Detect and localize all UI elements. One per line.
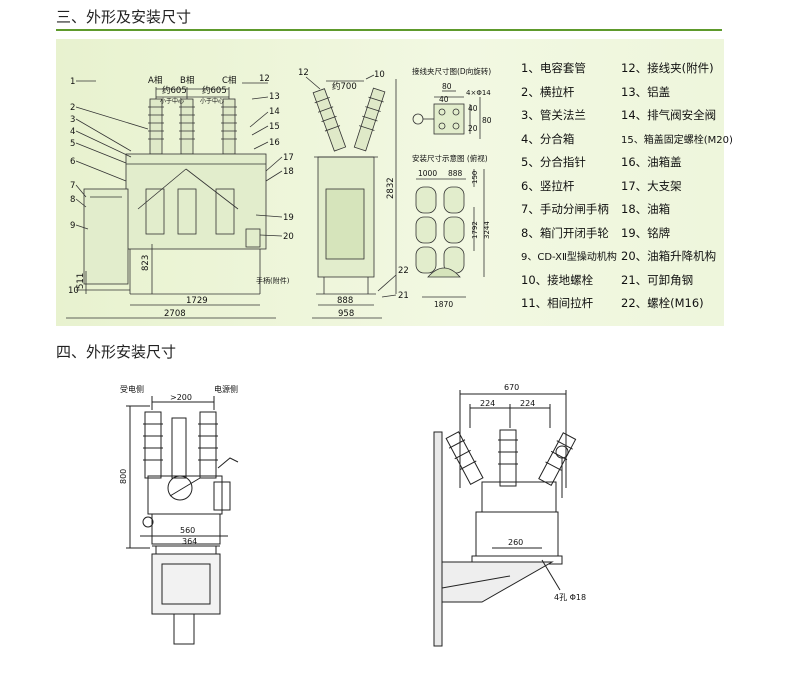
install-plan <box>415 169 485 298</box>
callout-5: 5 <box>70 139 75 149</box>
legend-item: 18、油箱 <box>621 202 671 216</box>
dim-2708: 2708 <box>164 309 186 319</box>
small-label-1: 小于中心 <box>160 97 184 105</box>
install-dim-1870: 1870 <box>434 300 453 309</box>
section1-title: 三、外形及安装尺寸 <box>56 8 192 26</box>
callout-10: 10 <box>68 286 79 296</box>
dim-670: 670 <box>504 383 519 392</box>
callout-15: 15 <box>269 122 280 132</box>
side-dim-958: 958 <box>338 309 354 319</box>
dim-364: 364 <box>182 537 197 546</box>
callout-6: 6 <box>70 157 75 167</box>
side-dim-888: 888 <box>337 296 353 306</box>
install-dim-1792: 1792 <box>471 221 479 239</box>
dim-height-800: 800 <box>119 469 128 484</box>
side-dim-2832: 2832 <box>386 177 396 199</box>
clamp-dim-40b: 40 <box>468 104 478 113</box>
legend-item: 13、铝盖 <box>621 84 671 99</box>
install-dim-3244: 3244 <box>483 221 491 239</box>
callout-17: 17 <box>283 153 294 163</box>
side-callout-21: 21 <box>398 291 409 301</box>
dim-260: 260 <box>508 538 523 547</box>
install-dim-888: 888 <box>448 169 463 178</box>
legend-item: 22、螺栓(M16) <box>621 296 704 310</box>
dim-top-200: >200 <box>170 393 192 402</box>
phase-label-a: A相 <box>148 75 162 86</box>
callout-19: 19 <box>283 213 294 223</box>
phase-label-c: C相 <box>222 75 236 86</box>
hole-note: 4孔 Φ18 <box>554 593 586 602</box>
dim-560: 560 <box>180 526 195 535</box>
callout-20: 20 <box>283 232 294 242</box>
section2-title: 四、外形安装尺寸 <box>56 343 177 361</box>
legend-item: 20、油箱升降机构 <box>621 249 717 263</box>
left-switch-drawing <box>126 396 239 645</box>
side-callout-22: 22 <box>398 266 409 276</box>
dim-823: 823 <box>141 255 151 271</box>
clamp-dim-40: 40 <box>439 95 449 104</box>
callout-4: 4 <box>70 127 75 137</box>
legend-item: 1、电容套管 <box>521 61 586 75</box>
front-bushings <box>148 87 237 155</box>
legend-item: 15、箱盖固定螺栓(M20) <box>621 134 733 146</box>
callout-7: 7 <box>70 181 75 191</box>
label-source-side: 电源侧 <box>214 384 238 394</box>
legend-item: 3、管关法兰 <box>521 108 586 122</box>
install-title: 安装尺寸示意图 (俯视) <box>412 153 488 163</box>
callout-12: 12 <box>259 74 270 84</box>
legend-item: 19、铭牌 <box>621 225 671 240</box>
legend-item: 9、CD-XⅡ型操动机构 <box>521 252 617 263</box>
install-dim-150: 150 <box>471 171 479 184</box>
legend-item: 8、箱门开闭手轮 <box>521 225 609 240</box>
legend-item: 6、竖拉杆 <box>521 178 575 193</box>
legend-item: 4、分合箱 <box>521 131 575 146</box>
callout-8: 8 <box>70 195 75 205</box>
phase-label-b: B相 <box>180 75 194 86</box>
legend-item: 2、横拉杆 <box>521 84 575 99</box>
install-dim-1000: 1000 <box>418 169 437 178</box>
clamp-dim-holes: 4×Φ14 <box>466 89 491 97</box>
legend-item: 7、手动分闸手柄 <box>521 202 609 216</box>
callout-2: 2 <box>70 103 75 113</box>
callout-1: 1 <box>70 77 75 87</box>
mechanism-box <box>83 188 129 285</box>
section1-drawings: A相 B相 C相 约605 约605 小于中心 小于中心 1 2 3 4 5 6… <box>66 66 492 319</box>
clamp-dim-80b: 80 <box>482 116 492 125</box>
clamp-dim-80: 80 <box>442 82 452 91</box>
legend-item: 10、接地螺栓 <box>521 272 594 287</box>
legend-item: 11、相间拉杆 <box>521 296 594 310</box>
callout-18: 18 <box>283 167 294 177</box>
callout-13: 13 <box>269 92 280 102</box>
callout-9: 9 <box>70 221 75 231</box>
side-dim-700: 约700 <box>332 81 357 92</box>
dim-1729: 1729 <box>186 296 208 306</box>
side-callout-12: 12 <box>298 68 309 78</box>
legend-item: 21、可卸角钢 <box>621 272 694 287</box>
dim-511: 511 <box>76 273 86 289</box>
spacing-label-1: 约605 <box>162 85 187 96</box>
legend-item: 12、接线夹(附件) <box>621 61 714 75</box>
legend-item: 5、分合指针 <box>521 155 586 169</box>
dim-224-right: 224 <box>520 399 535 408</box>
clamp-plate <box>433 103 465 135</box>
dim-224-left: 224 <box>480 399 495 408</box>
label-load-side: 受电侧 <box>120 384 144 394</box>
section2-drawings: 受电侧 电源侧 >200 800 560 364 670 224 224 260… <box>119 383 586 647</box>
legend-item: 14、排气阀安全阀 <box>621 108 717 122</box>
side-callout-10: 10 <box>374 70 385 80</box>
section1-divider <box>56 29 722 31</box>
small-label-2: 小于中心 <box>200 97 224 105</box>
right-switch-drawing <box>433 390 577 647</box>
clamp-title: 接线夹尺寸图(D向旋转) <box>412 66 491 76</box>
callout-14: 14 <box>269 107 280 117</box>
callout-16: 16 <box>269 138 280 148</box>
spacing-label-2: 约605 <box>202 85 227 96</box>
legend-item: 16、油箱盖 <box>621 155 682 169</box>
legend-item: 17、大支架 <box>621 178 682 193</box>
clamp-dim-20: 20 <box>468 124 478 133</box>
callout-3: 3 <box>70 115 75 125</box>
handle-note: 手柄(附件) <box>256 276 290 285</box>
